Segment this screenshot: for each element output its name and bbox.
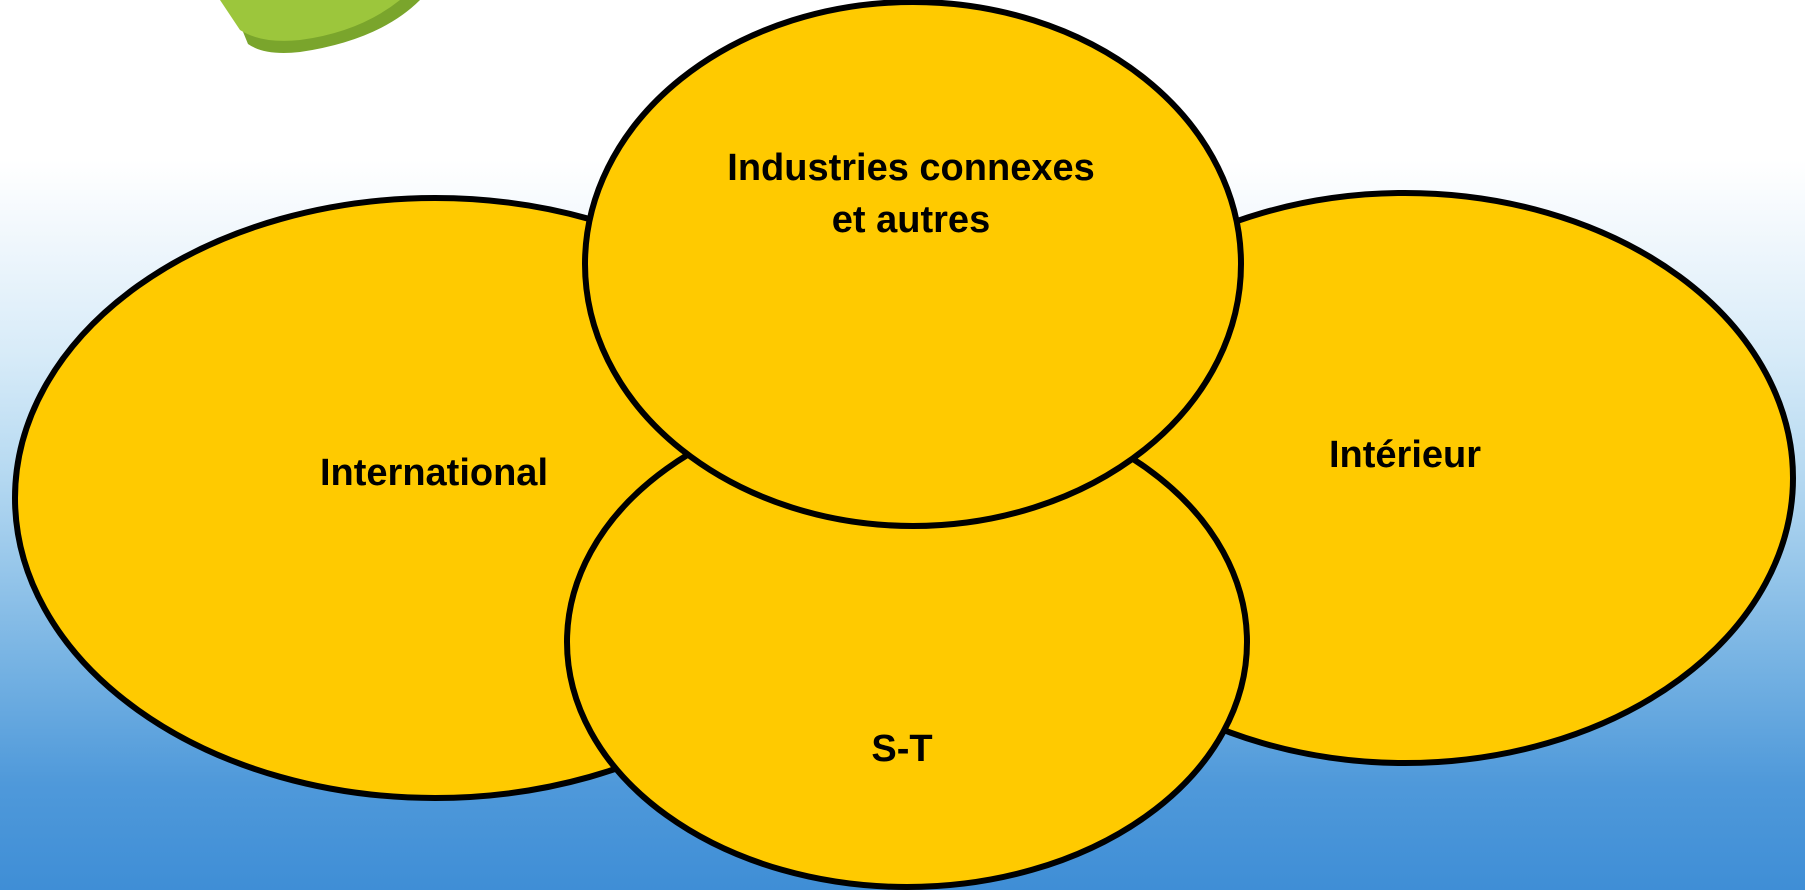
st-label: S-T: [871, 728, 932, 770]
international-label: International: [320, 452, 548, 494]
globe-fragment-icon: [220, 0, 420, 53]
domestic-label: Intérieur: [1329, 434, 1481, 476]
related-industries-bubble: [582, 0, 1244, 529]
related-industries-label-line1: Industries connexes: [727, 147, 1094, 189]
related-industries-label-line2: et autres: [832, 199, 990, 241]
